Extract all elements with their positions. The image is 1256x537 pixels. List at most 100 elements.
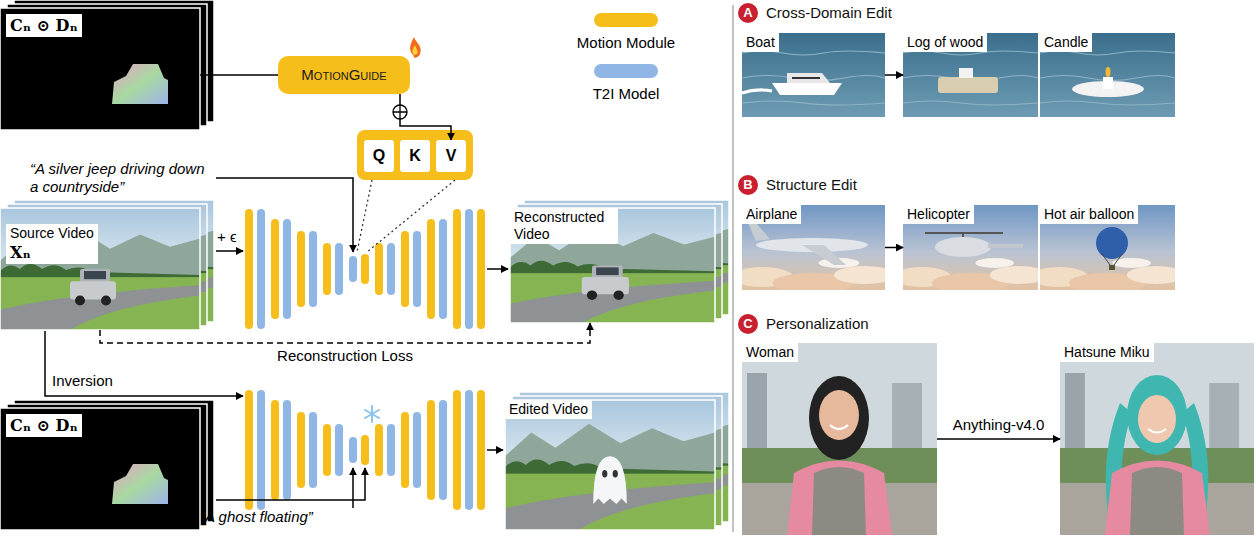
photo <box>1030 205 1184 293</box>
module-name: MotionGuide <box>290 65 398 85</box>
image-frame: Hot air balloon <box>1040 205 1175 290</box>
boat-figure <box>742 73 842 95</box>
video-frame-stack <box>0 200 214 330</box>
label-patch: Candle <box>1040 33 1092 52</box>
balloon-figure <box>1096 227 1128 270</box>
image-frame: Boat <box>742 33 885 117</box>
frame-label: Cₙ ⊙ Dₙ <box>10 415 78 436</box>
section-heading: Structure Edit <box>766 175 857 195</box>
trainable-icon <box>410 37 421 58</box>
legend-swatch <box>594 64 658 78</box>
label-patch: Cₙ ⊙ Dₙ <box>6 414 82 437</box>
label-patch: Airplane <box>742 205 801 224</box>
connector <box>885 74 903 76</box>
connector <box>885 247 903 249</box>
frame-label: Source Video <box>10 225 94 242</box>
legend-item: T2I Model <box>556 64 696 103</box>
label-patch: Hot air balloon <box>1040 205 1138 224</box>
frame-label: Hatsune Miku <box>1064 344 1150 361</box>
label-patch: Hatsune Miku <box>1060 343 1154 362</box>
add-symbol <box>393 105 407 119</box>
photo <box>1040 33 1175 117</box>
attention-label: Q <box>368 146 390 166</box>
label-patch: Reconstructed Video <box>510 208 618 244</box>
image-frame: Airplane <box>742 205 885 290</box>
frame-label: Reconstructed Video <box>514 209 614 243</box>
section-letter: C <box>738 314 758 334</box>
attention-label: K <box>404 146 426 166</box>
label-patch: Log of wood <box>903 33 987 52</box>
photo <box>742 343 937 535</box>
log-figure <box>938 68 998 93</box>
connector <box>400 94 451 140</box>
legend-item: Motion Module <box>556 13 696 52</box>
attention-box: V <box>436 140 466 172</box>
frozen-icon <box>365 406 379 422</box>
mask-frame: Cₙ ⊙ Dₙ <box>0 408 200 530</box>
frame-label: Helicopter <box>907 206 970 223</box>
edge-label: Anything-v4.0 <box>951 416 1047 434</box>
helicopter-figure <box>925 233 1023 257</box>
frame-label: Woman <box>746 344 794 361</box>
photo <box>893 205 1047 293</box>
frame-label: Log of wood <box>907 34 983 51</box>
connector <box>100 323 590 343</box>
section-heading: Personalization <box>766 314 869 334</box>
label-patch: Boat <box>742 33 779 52</box>
image-frame: Hatsune Miku <box>1060 343 1254 535</box>
attention-label: V <box>440 146 462 166</box>
photo <box>1060 343 1254 535</box>
math-symbol: Xₙ <box>10 242 94 263</box>
text-prompt: “A silver jeep driving down a countrysid… <box>30 160 210 196</box>
unet <box>245 209 485 329</box>
photo <box>742 33 885 117</box>
divider <box>732 5 733 532</box>
frame-label: Cₙ ⊙ Dₙ <box>10 15 78 36</box>
photo <box>903 33 1038 117</box>
section-badge: A Cross-Domain Edit <box>738 3 892 23</box>
label-patch: Edited Video <box>505 400 592 419</box>
legend-swatch <box>594 13 658 27</box>
connector <box>937 438 1060 440</box>
mask-frame-stack <box>0 400 214 530</box>
video-frame: Source VideoXₙ <box>0 208 200 330</box>
edge-label: Reconstruction Loss <box>275 347 415 365</box>
label-patch: Cₙ ⊙ Dₙ <box>6 14 82 37</box>
image-frame: Candle <box>1040 33 1175 117</box>
frame-label: Candle <box>1044 34 1088 51</box>
mask-frame: Cₙ ⊙ Dₙ <box>0 8 200 130</box>
person-figure <box>1105 375 1210 535</box>
section-letter: A <box>738 3 758 23</box>
label-patch: Source VideoXₙ <box>6 224 98 264</box>
section-heading: Cross-Domain Edit <box>766 3 892 23</box>
video-frame: Reconstructed Video <box>510 208 715 323</box>
attention-box: K <box>400 140 430 172</box>
candle-figure <box>1072 67 1144 97</box>
mask-frame-stack <box>0 0 214 130</box>
airplane-figure <box>748 223 868 265</box>
image-frame: Helicopter <box>903 205 1038 290</box>
frame-label: Edited Video <box>509 401 588 418</box>
attention-block <box>357 130 473 180</box>
photo <box>732 205 895 293</box>
section-badge: B Structure Edit <box>738 175 857 195</box>
person-figure <box>787 376 892 535</box>
frame-label: Boat <box>746 34 775 51</box>
step-label: Inversion <box>52 372 113 390</box>
frame-label: Airplane <box>746 206 797 223</box>
legend-text: T2I Model <box>556 85 696 103</box>
section-letter: B <box>738 175 758 195</box>
video-frame: Edited Video <box>505 400 715 530</box>
leader-line <box>357 180 455 252</box>
attention-box: Q <box>364 140 394 172</box>
video-frame-stack <box>510 200 729 323</box>
noise-label: + ϵ <box>217 228 237 246</box>
section-badge: C Personalization <box>738 314 869 334</box>
motion-module-box: MotionGuide <box>278 56 410 94</box>
legend-text: Motion Module <box>556 34 696 52</box>
connector <box>200 74 278 76</box>
frame-label: Hot air balloon <box>1044 206 1134 223</box>
